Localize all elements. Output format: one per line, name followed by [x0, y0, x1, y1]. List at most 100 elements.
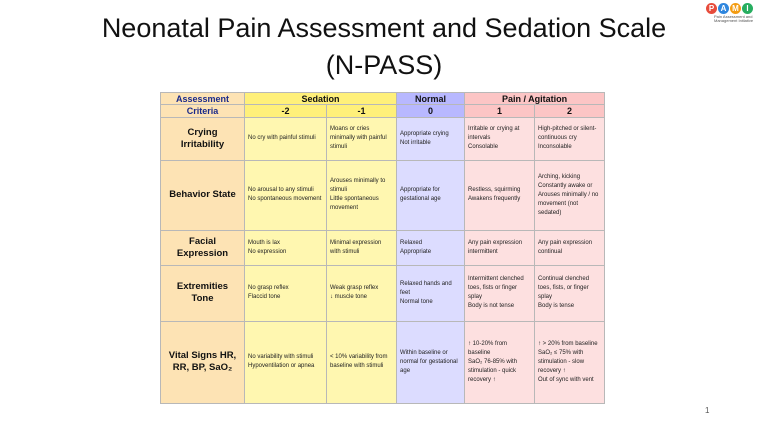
cell-text: Within baseline or normal for gestationa… [400, 349, 458, 374]
header-normal: Normal [396, 91, 466, 106]
cell-text: Consolable [468, 144, 499, 151]
cell-text: No expression [248, 248, 287, 255]
cell-text: Moans or cries minimally with painful st… [330, 126, 387, 151]
cell-text: Arouses minimally / no movement (not sed… [538, 191, 599, 216]
criteria-label: Facial Expression [160, 229, 245, 266]
criteria-label: Behavior State [160, 159, 245, 231]
cell-text: Appropriate [400, 248, 432, 255]
criteria-label-line: Facial Expression [176, 235, 229, 259]
page-number: 1 [705, 406, 710, 415]
score-cell-n0: Within baseline or normal for gestationa… [396, 320, 466, 405]
header-score-2: 2 [534, 104, 606, 118]
score-cell-n0: Appropriate for gestational age [396, 159, 466, 231]
header-score-m2: -2 [244, 104, 327, 118]
cell-text: SaO₂ ≤ 75% with stimulation - slow recov… [538, 349, 585, 374]
cell-text: No spontaneous movement [248, 196, 322, 203]
cell-text: Intermittent clenched toes, fists or fin… [468, 276, 524, 301]
cell-text: Mouth is lax [248, 239, 281, 246]
cell-text: Inconsolable [538, 144, 572, 151]
header-score-0: 0 [396, 104, 466, 118]
cell-text: Relaxed hands and feet [400, 280, 452, 296]
cell-text: Continual clenched toes, fists, or finge… [538, 276, 590, 301]
score-cell-p1: Intermittent clenched toes, fists or fin… [464, 264, 536, 322]
score-cell-m1: Weak grasp reflex ↓ muscle tone [325, 264, 398, 322]
cell-text: Flaccid tone [248, 294, 281, 301]
score-cell-m1: Moans or cries minimally with painful st… [325, 116, 398, 161]
page-title: Neonatal Pain Assessment and Sedation Sc… [101, 13, 667, 43]
cell-text: Any pain expression continual [538, 239, 593, 255]
cell-text: Restless, squirming [468, 187, 521, 194]
cell-text: Normal tone [400, 298, 433, 305]
criteria-label-line: RR, BP, SaO₂ [172, 362, 233, 374]
cell-text: No cry with painful stimuli [248, 135, 316, 142]
criteria-label-line: Irritability [180, 138, 225, 150]
header-assessment: Assessment [160, 91, 245, 106]
cell-text: Any pain expression intermittent [468, 239, 523, 255]
criteria-label: Vital Signs HR,RR, BP, SaO₂ [160, 320, 245, 405]
cell-text: ↓ muscle tone [330, 294, 368, 301]
score-cell-m2: No arousal to any stimuli No spontaneous … [244, 159, 327, 231]
header-score-m1: -1 [325, 104, 398, 118]
cell-text: Body is not tense [468, 303, 515, 310]
cell-text: Constantly awake or [538, 182, 593, 189]
score-cell-p2: Continual clenched toes, fists, or finge… [534, 264, 606, 322]
cell-text: Not irritable [400, 139, 431, 146]
cell-text: Irritable or crying at intervals [468, 126, 520, 142]
cell-text: Relaxed [400, 239, 423, 246]
cell-text: < 10% variability from baseline with sti… [330, 354, 388, 370]
table-row: Facial Expression Mouth is lax No expressi… [160, 229, 606, 266]
logo-letter: M [730, 3, 741, 14]
score-cell-p1: Any pain expression intermittent [464, 229, 536, 266]
cell-text: Arouses minimally to stimuli [330, 178, 386, 194]
criteria-label-line: Crying [187, 126, 218, 138]
cell-text: No variability with stimuli [248, 354, 314, 361]
criteria-label-line: Extremities [176, 281, 229, 293]
criteria-label-line: Behavior State [169, 189, 236, 201]
cell-text: ↑ > 20% from baseline [538, 340, 598, 347]
header-row-1: Assessment Sedation Normal Pain / Agitat… [160, 91, 606, 106]
header-score-1: 1 [464, 104, 536, 118]
logo-letter: P [706, 3, 717, 14]
cell-text: Hypoventilation or apnea [248, 363, 315, 370]
cell-text: SaO₂ 76-85% with stimulation - quick rec… [468, 358, 518, 383]
cell-text: ↑ 10-20% from baseline [468, 340, 508, 356]
cell-text: Appropriate crying [400, 130, 449, 137]
criteria-label-line: Tone [191, 293, 214, 305]
cell-text: Arching, kicking [538, 173, 581, 180]
header-criteria: Criteria [160, 104, 245, 118]
cell-text: Awakens frequently [468, 196, 521, 203]
cell-text: Little spontaneous movement [330, 196, 379, 212]
cell-text: No arousal to any stimuli [248, 187, 314, 194]
logo-subtitle: Pain Assessment and Management Initiativ… [714, 14, 754, 23]
cell-text: Out of sync with vent [538, 376, 594, 383]
criteria-label-line: Vital Signs HR, [168, 350, 237, 362]
cell-text: Weak grasp reflex [330, 285, 379, 292]
header-row-2: Criteria -2 -1 0 1 2 [160, 104, 606, 118]
page-subtitle: (N-PASS) [325, 50, 443, 80]
cell-text: High-pitched or silent-continuous cry [538, 126, 597, 142]
cell-text: Appropriate for gestational age [400, 187, 441, 203]
score-cell-p2: Any pain expression continual [534, 229, 606, 266]
score-cell-m1: Minimal expression with stimuli [325, 229, 398, 266]
score-cell-m2: Mouth is lax No expression [244, 229, 327, 266]
score-cell-m1: < 10% variability from baseline with sti… [325, 320, 398, 405]
cell-text: Minimal expression with stimuli [330, 239, 382, 255]
logo-letter: A [718, 3, 729, 14]
